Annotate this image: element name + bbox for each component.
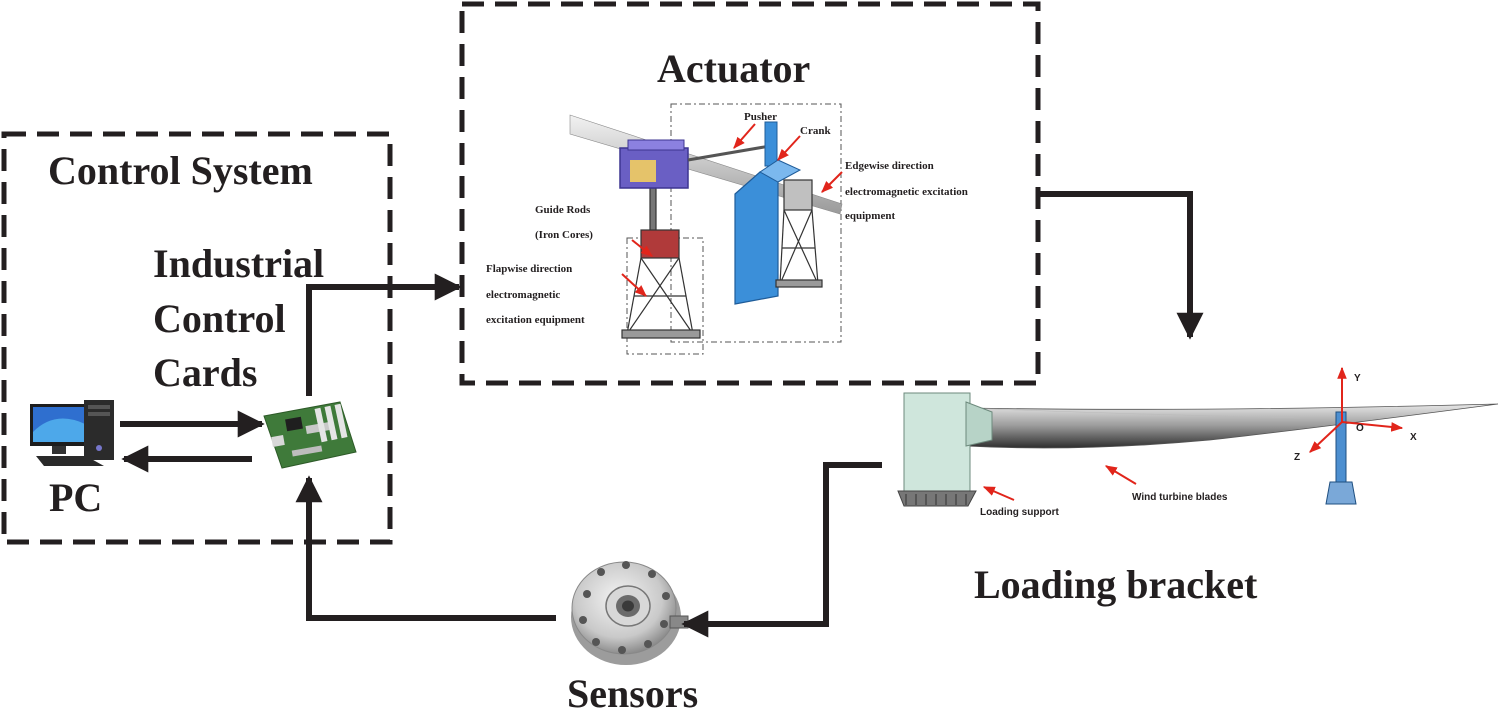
industrial-cards-label-2: Control xyxy=(153,296,286,341)
blades-label: Wind turbine blades xyxy=(1132,492,1228,503)
control-system-group: Control System Industrial Control Cards … xyxy=(1,131,393,545)
card-to-actuator-arrow xyxy=(306,273,462,396)
flapwise-pointer xyxy=(621,273,647,297)
edgewise-equipment-frame xyxy=(670,103,842,343)
actuator-title: Actuator xyxy=(657,46,810,91)
loading-support-pointer xyxy=(982,486,1015,501)
pusher-block xyxy=(619,139,771,189)
pc-label: PC xyxy=(49,475,102,520)
edgewise-pointer xyxy=(821,171,843,193)
guide-rods-label-1: Guide Rods xyxy=(535,204,591,216)
flapwise-label-2: electromagnetic xyxy=(486,289,560,301)
tip-stand xyxy=(1325,411,1357,505)
pc-icon xyxy=(30,400,114,466)
pusher-label: Pusher xyxy=(744,111,777,123)
blades-pointer xyxy=(1104,465,1137,485)
edgewise-tower xyxy=(775,179,823,288)
flapwise-tower xyxy=(621,187,701,339)
actuator-boundary xyxy=(459,1,1041,386)
control-system-title: Control System xyxy=(48,148,313,193)
crank-pointer xyxy=(777,135,801,161)
actuator-group: Actuator xyxy=(459,1,1041,386)
loading-support-label: Loading support xyxy=(980,507,1060,518)
crank xyxy=(764,121,778,167)
industrial-cards-label-1: Industrial xyxy=(153,241,324,286)
sensors-title: Sensors xyxy=(567,671,698,716)
loading-support xyxy=(897,392,993,507)
flapwise-label-1: Flapwise direction xyxy=(486,263,572,275)
industrial-cards-label-3: Cards xyxy=(153,350,257,395)
sensor-to-card-arrow xyxy=(295,475,556,621)
guide-rods-label-2: (Iron Cores) xyxy=(535,229,593,241)
flow-arrows xyxy=(120,191,1204,638)
crank-label: Crank xyxy=(800,125,831,137)
x-axis xyxy=(1341,421,1404,432)
z-axis xyxy=(1309,421,1343,453)
axis-o-label: O xyxy=(1356,423,1364,434)
sensor-group: Sensors xyxy=(567,561,698,716)
actuator-to-bracket-arrow xyxy=(1040,191,1204,340)
wind-turbine-blade xyxy=(965,403,1499,449)
load-cell-icon xyxy=(571,561,689,665)
loading-bracket-title: Loading bracket xyxy=(974,562,1258,607)
axis-z-label: Z xyxy=(1294,452,1300,463)
edgewise-column xyxy=(734,159,802,305)
bracket-to-sensor-arrow xyxy=(681,462,882,638)
control-card-icon xyxy=(263,401,357,469)
edgewise-label-1: Edgewise direction xyxy=(845,160,934,172)
pusher-pointer xyxy=(733,123,756,149)
guide-rods-pointer xyxy=(631,239,653,257)
flapwise-label-3: excitation equipment xyxy=(486,314,585,326)
edgewise-label-2: electromagnetic excitation xyxy=(845,186,968,198)
axis-y-label: Y xyxy=(1354,373,1361,384)
edgewise-label-3: equipment xyxy=(845,210,895,222)
loading-bracket-group: Y X Z O Loading support Wind turbine bla… xyxy=(897,366,1499,607)
axis-x-label: X xyxy=(1410,432,1417,443)
